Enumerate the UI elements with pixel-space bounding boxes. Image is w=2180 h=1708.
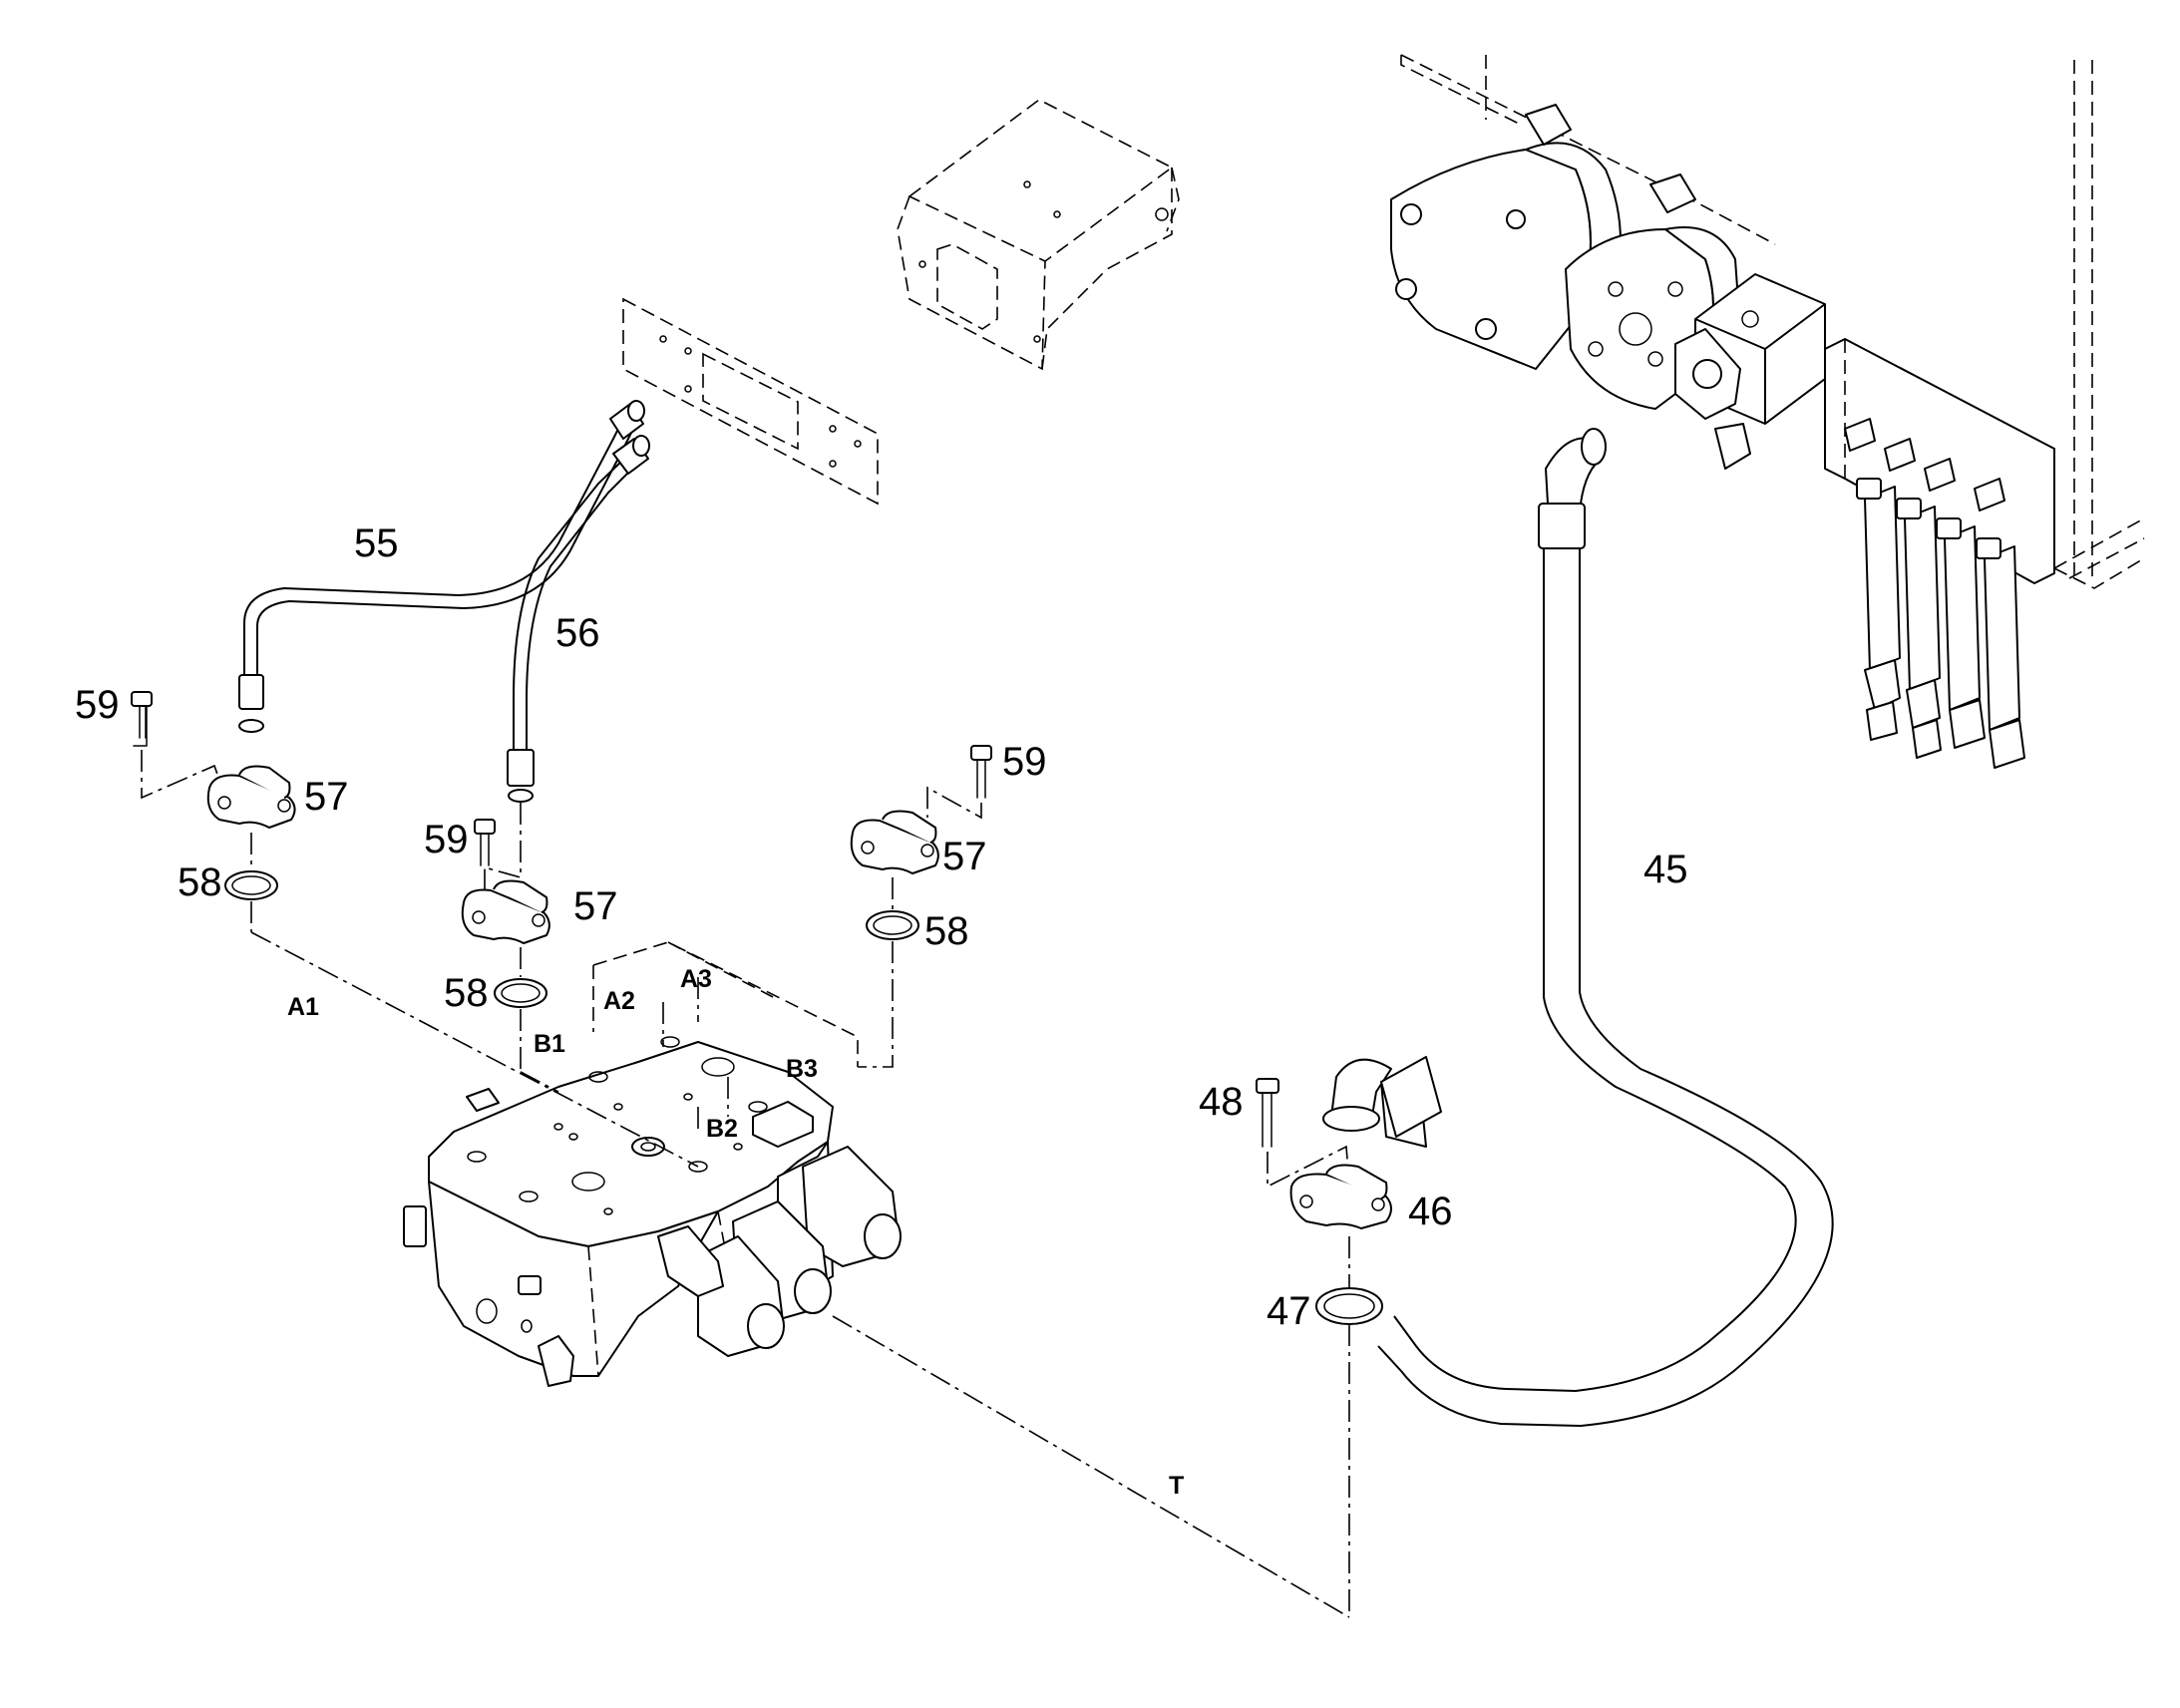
port-label-t: T	[1169, 1472, 1184, 1500]
port-label-a3: A3	[680, 965, 712, 993]
hose-45	[1322, 428, 1834, 1428]
flange-group-t	[1256, 1078, 1392, 1617]
hose-56	[507, 435, 650, 803]
flange-group-a1	[131, 691, 296, 932]
mounting-bracket	[897, 99, 1180, 371]
label-oring-58-middle: 58	[444, 971, 489, 1015]
label-flange-57-left: 57	[304, 775, 349, 819]
label-hose-45: 45	[1643, 848, 1688, 891]
port-label-b1: B1	[534, 1030, 565, 1058]
flange-group-b1	[461, 803, 550, 1072]
label-bolt-48: 48	[1199, 1080, 1244, 1124]
port-labels: A1 A2 A3 B1 B2 B3 T	[287, 965, 1184, 1500]
label-bolt-59-left: 59	[75, 683, 120, 727]
flange-group-b3	[850, 745, 992, 1068]
label-oring-58-right: 58	[924, 909, 969, 953]
control-valve-block	[403, 941, 902, 1387]
hose-mounting-plate	[622, 297, 879, 506]
port-label-a1: A1	[287, 993, 319, 1021]
part-labels: 55 56 59 57 59 57 58 59 57 58 58 45 48 4…	[75, 521, 1688, 1333]
label-hose-55: 55	[354, 521, 399, 565]
label-bolt-59-right: 59	[1002, 740, 1047, 784]
port-label-b3: B3	[786, 1055, 818, 1083]
port-label-a2: A2	[603, 987, 635, 1015]
label-oring-58-left: 58	[178, 860, 222, 904]
manifold-fittings	[1844, 418, 2025, 769]
pump-assembly	[1390, 54, 2145, 769]
label-flange-57-middle: 57	[573, 884, 618, 928]
label-flange-57-right: 57	[942, 835, 987, 878]
connection-lines	[250, 931, 1350, 1618]
label-oring-47: 47	[1267, 1289, 1311, 1333]
port-label-b2: B2	[706, 1115, 738, 1143]
label-bolt-59-middle: 59	[424, 818, 469, 861]
label-hose-56: 56	[555, 611, 600, 655]
hose-55	[238, 400, 645, 733]
label-flange-46: 46	[1408, 1190, 1453, 1233]
